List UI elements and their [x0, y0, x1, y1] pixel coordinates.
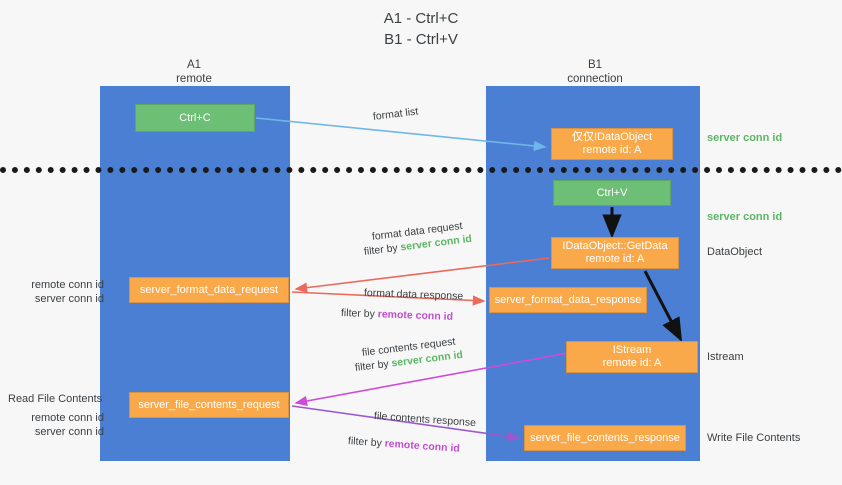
arrow-getdata-to-istream	[643, 270, 683, 342]
node-ctrl-v[interactable]: Ctrl+V	[553, 180, 671, 206]
label-server-conn-id-top: server conn id	[707, 132, 783, 144]
label-left-conn-ids-bottom: remote conn id server conn id	[8, 411, 104, 439]
label-read-file-contents: Read File Contents	[8, 393, 103, 405]
label-left-conn-ids-top: remote conn id server conn id	[8, 278, 104, 306]
node-server-file-contents-request[interactable]: server_file_contents_request	[129, 392, 289, 418]
node-idataobject[interactable]: 仅仅IDataObject remote id: A	[551, 128, 673, 160]
label-server-conn-id-mid: server conn id	[707, 211, 783, 223]
arrow-file-contents-response	[291, 405, 521, 442]
label-write-file-contents: Write File Contents	[707, 432, 801, 444]
arrow-format-data-response	[291, 291, 486, 306]
label-server-conn-id-left-2: server conn id	[34, 426, 104, 438]
label-remote-conn-id-1: remote conn id	[31, 279, 104, 291]
arrow-file-contents-request	[294, 346, 601, 407]
label-server-conn-id-left-1: server conn id	[34, 293, 104, 305]
label-istream: Istream	[707, 351, 744, 363]
node-ctrl-c[interactable]: Ctrl+C	[135, 104, 255, 132]
arrow-format-list	[255, 117, 547, 151]
label-dataobject: DataObject	[707, 246, 763, 258]
node-server-format-data-request[interactable]: server_format_data_request	[129, 277, 289, 303]
label-remote-conn-id-2: remote conn id	[31, 412, 104, 424]
column-header-a1: A1 remote	[176, 59, 212, 85]
node-idataobject-getdata[interactable]: IDataObject::GetData remote id: A	[551, 237, 679, 269]
page-title: A1 - Ctrl+C B1 - Ctrl+V	[383, 10, 459, 48]
column-header-b1: B1 connection	[567, 59, 623, 85]
section-divider	[0, 167, 842, 173]
node-server-format-data-response[interactable]: server_format_data_response	[489, 287, 647, 313]
node-server-file-contents-response[interactable]: server_file_contents_response	[524, 425, 686, 451]
arrow-format-data-request	[294, 257, 550, 293]
node-istream[interactable]: IStream remote id: A	[566, 341, 698, 373]
